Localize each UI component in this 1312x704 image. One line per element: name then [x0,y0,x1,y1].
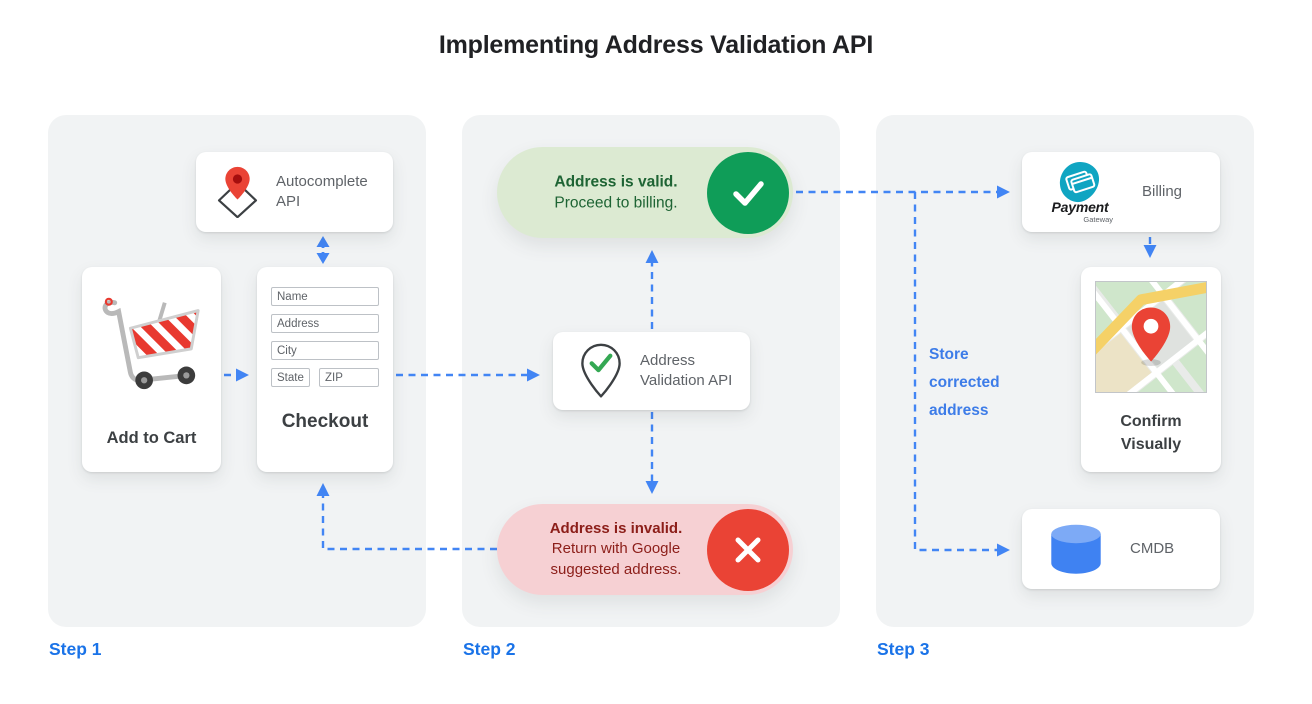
check-icon [707,151,789,234]
map-pin-check-icon [581,343,621,398]
page-title: Implementing Address Validation API [438,31,874,59]
cmdb-card: CMDB [1022,509,1220,589]
billing-card: Payment Gateway Billing [1022,152,1220,232]
cart-card-label: Add to Cart [106,429,197,447]
valid-pill-title: Address is valid. [554,173,678,191]
state-field: State [271,368,310,387]
cmdb-card-label: CMDB [1130,539,1175,557]
checkout-card: Name Address City State ZIP Checkout [257,267,393,472]
invalid-pill-subtitle: Return with Google suggested address. [550,540,682,578]
zip-field: ZIP [319,368,379,387]
validation-card-label: Address Validation API [640,351,733,389]
checkout-card-label: Checkout [281,411,369,432]
payment-gateway-icon: Payment Gateway [1038,161,1122,223]
invalid-pill-title: Address is invalid. [549,519,683,537]
name-field: Name [271,287,379,306]
map-pin-diamond-icon [217,166,258,218]
autocomplete-api-card: Autocomplete API [196,152,393,232]
confirm-card-label: Confirm Visually [1120,413,1182,454]
step3-label: Step 3 [877,639,930,659]
database-icon [1051,524,1101,574]
city-field: City [271,341,379,360]
autocomplete-card-label: Autocomplete API [276,172,368,210]
valid-pill-text: Address is valid. Proceed to billing. [537,171,695,214]
invalid-pill-text: Address is invalid. Return with Google s… [537,518,695,580]
shopping-cart-icon [102,297,200,390]
add-to-cart-card: Add to Cart [82,267,221,472]
address-validation-api-card: Address Validation API [553,332,750,410]
payment-logo-title: Payment [1051,199,1109,215]
x-icon [707,508,789,591]
map-thumbnail [1095,281,1207,393]
step2-label: Step 2 [463,639,516,659]
address-field: Address [271,314,379,333]
confirm-visually-card: Confirm Visually [1081,267,1221,472]
valid-pill-subtitle: Proceed to billing. [554,194,678,212]
store-corrected-address-note: Store corrected address [929,346,1000,419]
billing-card-label: Billing [1142,182,1183,200]
step1-label: Step 1 [49,639,102,659]
address-invalid-pill: Address is invalid. Return with Google s… [497,504,793,595]
address-valid-pill: Address is valid. Proceed to billing. [497,147,793,238]
payment-logo-subtitle: Gateway [1083,214,1113,224]
